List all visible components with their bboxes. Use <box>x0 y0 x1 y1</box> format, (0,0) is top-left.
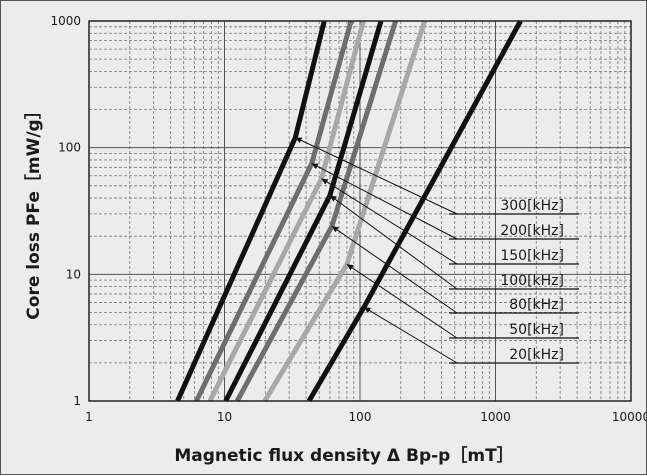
legend-label: 200[kHz] <box>500 223 564 239</box>
legend-arrow <box>329 194 458 290</box>
legend-arrowhead <box>311 163 319 170</box>
legend-label: 150[kHz] <box>500 248 564 264</box>
legend-label: 80[kHz] <box>509 297 564 313</box>
y-tick-label: 100 <box>58 141 81 155</box>
series-line <box>207 20 366 403</box>
series-line <box>306 19 523 403</box>
legend-arrowhead <box>346 264 354 271</box>
legend-arrowhead <box>321 178 329 185</box>
legend-arrow <box>363 306 458 364</box>
tick-labels: 1 10 100 1000 10000 1 10 100 1000 <box>50 14 647 424</box>
legend-arrowhead <box>363 307 371 314</box>
legend-arrow <box>295 137 458 215</box>
series-line <box>194 20 354 403</box>
y-axis-label: Core loss PFe［mW/g］ <box>23 102 44 319</box>
x-tick-label: 1 <box>85 410 93 424</box>
x-tick-label: 10000 <box>612 410 647 424</box>
legend-arrow <box>321 178 458 265</box>
y-tick-label: 1 <box>73 394 81 408</box>
legend-label: 20[kHz] <box>509 347 564 363</box>
legend-arrowhead <box>295 137 303 144</box>
legend-label: 100[kHz] <box>500 273 564 289</box>
legend-label: 50[kHz] <box>509 322 564 338</box>
x-tick-label: 10 <box>217 410 232 424</box>
legend-arrow <box>331 225 458 314</box>
legend: 300[kHz] 200[kHz] 150[kHz] 100[kHz] 80[kHz] 5… <box>295 137 579 364</box>
legend-arrow <box>346 263 458 339</box>
legend-arrowhead <box>329 195 337 202</box>
series-line <box>223 20 384 403</box>
x-tick-label: 100 <box>349 410 372 424</box>
legend-arrowhead <box>331 226 339 233</box>
series-lines <box>175 19 523 403</box>
plot-border <box>88 20 632 402</box>
series-line <box>175 20 327 403</box>
y-tick-label: 10 <box>66 267 81 281</box>
legend-arrow <box>311 163 458 240</box>
x-axis-label: Magnetic flux density Δ Bp-p［mT］ <box>174 445 513 466</box>
y-tick-label: 1000 <box>50 14 81 28</box>
legend-label: 300[kHz] <box>500 198 564 214</box>
x-tick-label: 1000 <box>480 410 511 424</box>
